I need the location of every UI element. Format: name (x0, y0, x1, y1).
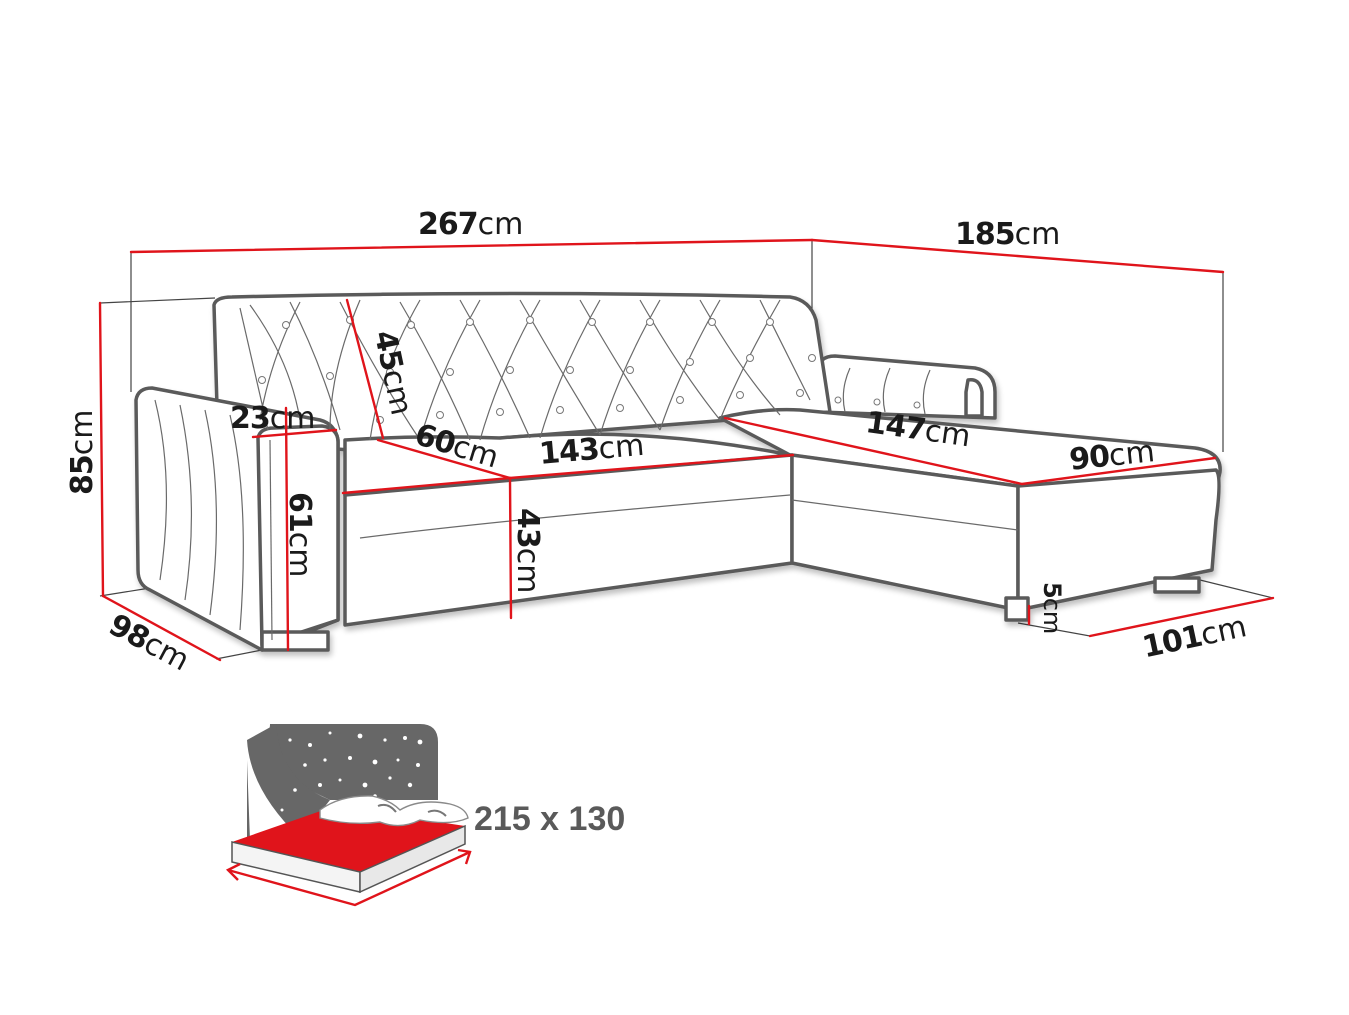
unit: cm (922, 413, 973, 455)
label-armrest-height: 61cm (282, 492, 317, 578)
dim-line-143 (508, 453, 795, 480)
armrest-width-value: 23 (230, 401, 271, 436)
seat-width-value: 143 (537, 431, 601, 472)
unit: cm (282, 531, 317, 578)
unit: cm (1038, 597, 1066, 635)
unit: cm (597, 427, 646, 467)
dim-line-267 (129, 238, 814, 254)
leg-height-value: 5 (1038, 582, 1066, 598)
chaise-length-value: 185 (955, 217, 1016, 252)
dim-line-101 (1088, 596, 1275, 638)
total-height-value: 85 (65, 455, 100, 495)
label-leg-height: 5cm (1038, 582, 1066, 635)
chaise-seat-width-value: 90 (1067, 438, 1111, 478)
sleeping-area-label: 215 x 130 (474, 800, 626, 838)
guide-lines (99, 240, 1274, 660)
dim-line-61 (284, 406, 290, 652)
label-seat-width: 143cm (537, 427, 646, 472)
dim-line-45 (345, 298, 385, 440)
dim-line-60 (376, 438, 512, 480)
label-chaise-seat-width: 90cm (1067, 434, 1157, 478)
tufting-pattern (154, 299, 1019, 641)
dim-line-143b (341, 476, 512, 495)
unit: cm (510, 547, 545, 594)
seat-height-value: 43 (510, 508, 545, 548)
dim-line-185 (810, 238, 1225, 274)
armrest-height-value: 61 (282, 492, 317, 532)
label-chaise-length: 185cm (955, 220, 1060, 250)
unit: cm (65, 409, 100, 456)
dim-line-98 (101, 594, 222, 662)
label-seat-height: 43cm (510, 508, 545, 594)
unit: cm (477, 207, 524, 242)
label-total-height: 85cm (65, 409, 100, 495)
dim-line-43 (508, 476, 513, 620)
unit: cm (1107, 434, 1157, 474)
label-total-width: 267cm (418, 210, 523, 240)
dim-line-23 (251, 428, 338, 439)
dim-line-90 (1020, 456, 1217, 486)
dimension-lines (98, 238, 1275, 662)
unit: cm (269, 401, 316, 436)
dim-line-147 (723, 416, 1024, 486)
total-width-value: 267 (418, 207, 479, 242)
dim-line-85 (98, 301, 105, 598)
bed-night-icon (225, 724, 472, 907)
unit: cm (1014, 217, 1061, 252)
label-armrest-width: 23cm (230, 404, 315, 434)
